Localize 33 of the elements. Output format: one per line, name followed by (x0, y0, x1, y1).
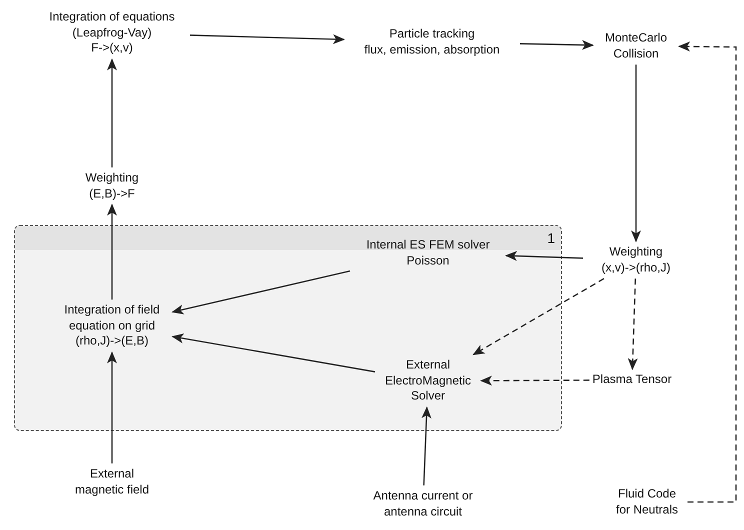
label-text: F->(x,v) (90, 40, 134, 56)
label-text: (rho,J)->(E,B) (74, 334, 150, 350)
label-text: Integration of equations (Leapfrog-Vay) (48, 10, 176, 41)
group-number: 1 (547, 230, 555, 246)
arrow (505, 250, 584, 261)
label-text: External ElectroMagnetic Solver (384, 358, 472, 404)
label-text: MonteCarlo Collision (604, 30, 668, 62)
arrow (107, 58, 117, 168)
label-text: (x,v)->(rho,J) (600, 260, 672, 276)
label-text: Integration of field equation on grid (63, 302, 161, 334)
label-text: Weighting (608, 244, 664, 260)
label-text: Particle tracking (388, 26, 476, 42)
label-text: (E,B)->F (88, 186, 136, 202)
label-text: External magnetic field (74, 466, 150, 498)
dashed-arrow (678, 42, 737, 503)
label-text: Fluid Code for Neutrals (614, 486, 680, 518)
arrow (172, 270, 350, 314)
dashed-group-box (14, 225, 562, 431)
arrow (107, 351, 117, 464)
dashed-arrow (480, 376, 590, 386)
arrow (631, 64, 641, 242)
dashed-arrow (628, 278, 638, 370)
label-text: Antenna current or antenna circuit (373, 488, 473, 520)
dashed-arrow (472, 278, 604, 356)
arrow (107, 204, 117, 300)
arrow (190, 34, 345, 44)
label-text: flux, emission, absorption (363, 42, 501, 58)
label-text: Internal ES FEM solver Poisson (365, 237, 491, 269)
label-text: Weighting (84, 170, 140, 186)
label-text: Plasma Tensor (592, 372, 672, 388)
arrow (520, 40, 594, 50)
arrow (172, 333, 376, 372)
arrow (421, 406, 432, 486)
